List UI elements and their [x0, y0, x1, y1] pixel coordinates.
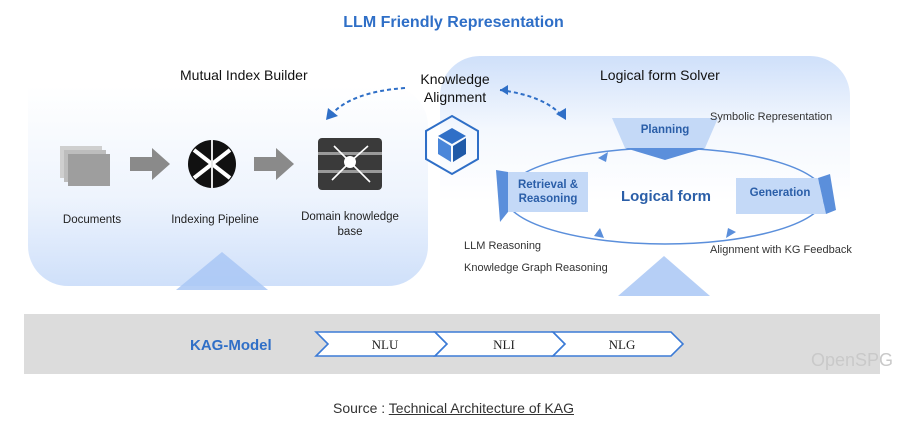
kg-reasoning-label: Knowledge Graph Reasoning [464, 262, 608, 274]
indexing-pipeline-label: Indexing Pipeline [171, 214, 259, 226]
builder-title: Mutual Index Builder [180, 67, 308, 83]
nlu-step: NLU [371, 337, 399, 352]
alignment-arrow-left [329, 87, 406, 117]
kag-model-label: KAG-Model [190, 337, 272, 354]
retrieval-line1: Retrieval & [517, 179, 579, 191]
domain-kb-line1: Domain knowledge [301, 211, 399, 223]
retrieval-line2: Reasoning [518, 193, 578, 205]
planning-shape [612, 118, 718, 148]
documents-label: Documents [62, 214, 122, 226]
opensp-watermark: OpenSPG [810, 350, 893, 370]
diagram-title: LLM Friendly Representation [343, 14, 564, 31]
alignment-arrow-right [499, 89, 563, 117]
knowledge-alignment-line1: Knowledge [420, 71, 490, 87]
builder-pointer [176, 252, 268, 290]
arrow-right-icon [130, 148, 170, 180]
generation-shape [736, 178, 826, 214]
llm-reasoning-label: LLM Reasoning [464, 240, 542, 252]
hexagon-cube-icon [425, 114, 479, 176]
retrieval-shape [508, 172, 588, 212]
knowledge-alignment-line2: Alignment [423, 89, 487, 105]
domain-kb-line2: base [337, 226, 363, 238]
source-prefix: Source : [333, 400, 386, 416]
source-line: Source : Technical Architecture of KAG [0, 400, 907, 416]
alignment-kg-feedback-label: Alignment with KG Feedback [710, 244, 852, 256]
domain-kb-label: Domain knowledge base [290, 210, 410, 240]
database-icon [318, 138, 382, 190]
arrow-right-icon [254, 148, 294, 180]
retrieval-reasoning-label: Retrieval & Reasoning [505, 178, 591, 206]
generation-label: Generation [749, 187, 811, 199]
knowledge-alignment-label: Knowledge Alignment [400, 70, 510, 106]
logical-form-label: Logical form [620, 188, 711, 205]
documents-icon [60, 146, 110, 186]
source-link[interactable]: Technical Architecture of KAG [388, 400, 574, 416]
solver-title: Logical form Solver [600, 67, 720, 83]
planning-label: Planning [640, 124, 690, 136]
symbolic-representation-label: Symbolic Representation [710, 111, 833, 123]
indexing-pipeline-icon [188, 140, 236, 188]
nli-step: NLI [493, 337, 515, 352]
solver-pointer [618, 256, 710, 296]
nlg-step: NLG [608, 337, 636, 352]
